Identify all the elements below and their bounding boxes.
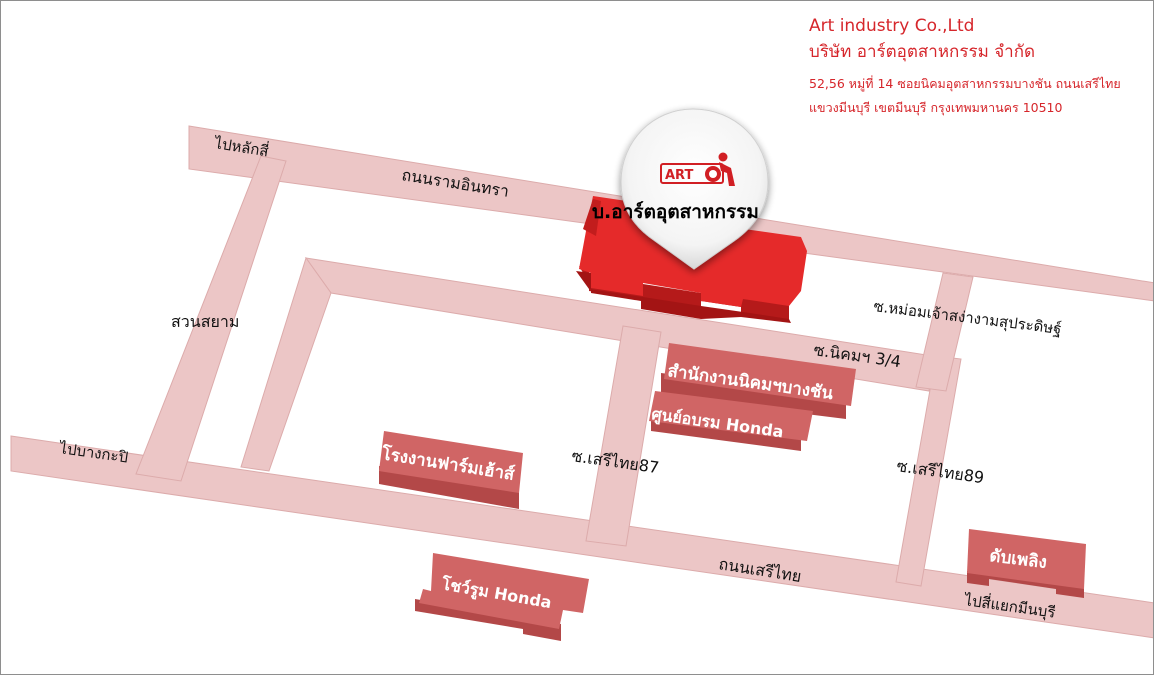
building-estate-office: สำนักงานนิคมฯบางชัน ศูนย์อบรม Honda — [649, 343, 856, 451]
art-logo-text: ART — [665, 168, 693, 183]
road-network — [10, 125, 1153, 639]
road-inner-left — [240, 256, 332, 472]
road-seri-thai — [10, 435, 1153, 639]
company-name-en: Art industry Co.,Ltd — [809, 16, 975, 36]
company-address-line2: แขวงมีนบุรี เขตมีนบุรี กรุงเทพมหานคร 105… — [809, 100, 1063, 115]
company-address-line1: 52,56 หมู่ที่ 14 ซอยนิคมอุตสาหกรรมบางชัน… — [809, 76, 1121, 91]
art-factory-label: บ.อาร์ตอุตสาหกรรม — [592, 201, 759, 224]
building-fire-station: ดับเพลิง — [967, 529, 1086, 598]
building-farm-factory: โรงงานฟาร์มเฮ้าส์ — [379, 431, 523, 509]
company-info: Art industry Co.,Ltd บริษัท อาร์ตอุตสาหก… — [809, 13, 1121, 120]
map-pin-icon[interactable] — [620, 108, 769, 270]
building-honda-showroom: โชว์รูม Honda — [415, 553, 589, 641]
label-suan-siam: สวนสยาม — [171, 312, 239, 331]
art-logo-icon: ART — [660, 152, 735, 186]
company-name-th: บริษัท อาร์ตอุตสาหกรรม จำกัด — [809, 42, 1036, 62]
road-suan-siam — [135, 155, 287, 482]
road-soi-mom-chao — [915, 272, 974, 392]
road-soi-87 — [585, 325, 662, 547]
label-soi-mom-chao: ซ.หม่อมเจ้าสง่างามสุประดิษฐ์ — [872, 297, 1062, 339]
